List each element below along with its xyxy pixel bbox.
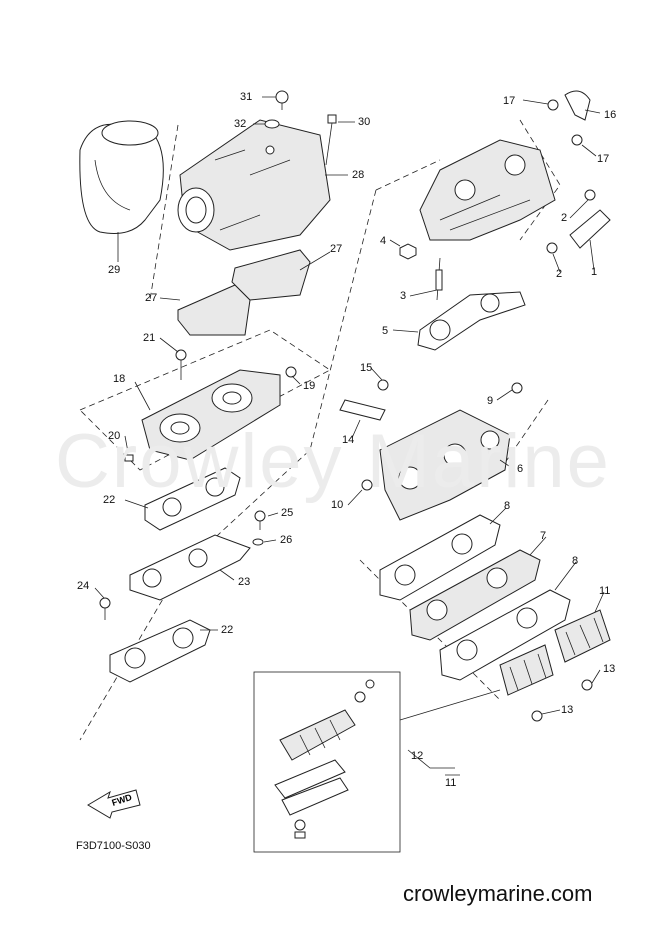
part-26-washer — [252, 538, 264, 546]
part-11-reed-valve-left — [499, 644, 554, 696]
part-label: 9 — [487, 395, 494, 407]
part-5-gasket — [417, 291, 526, 351]
part-label: 8 — [572, 555, 579, 567]
part-label: 30 — [358, 116, 371, 128]
part-label: 27 — [145, 292, 158, 304]
part-label: 20 — [108, 430, 121, 442]
part-10-bolt — [361, 479, 373, 491]
part-27-screens — [177, 249, 311, 336]
part-19-bolt — [285, 366, 297, 378]
part-22-gasket-lower — [109, 619, 211, 683]
part-label: 12 — [411, 750, 424, 762]
part-1-hose — [569, 209, 611, 249]
part-label: 27 — [330, 243, 343, 255]
part-label: 1 — [591, 266, 598, 278]
part-label: 24 — [77, 580, 90, 592]
part-label: 2 — [556, 268, 563, 280]
part-18-silencer-base — [141, 369, 281, 461]
part-22-gasket-upper — [144, 467, 241, 531]
part-label: 10 — [331, 499, 344, 511]
reed-valve-detail-inset — [253, 671, 501, 853]
part-17-clamp-bottom — [571, 134, 583, 146]
part-label: 31 — [240, 91, 253, 103]
part-label: 14 — [342, 434, 355, 446]
part-7-plate — [409, 549, 541, 641]
part-2-clamp-left — [546, 242, 558, 254]
part-label: 21 — [143, 332, 156, 344]
part-label: 3 — [400, 290, 407, 302]
part-32-oring — [264, 119, 280, 129]
leader-lines — [94, 96, 605, 776]
part-label: 22 — [221, 624, 234, 636]
part-label: 16 — [604, 109, 617, 121]
part-label: 32 — [234, 118, 247, 130]
part-label: 11 — [599, 585, 611, 597]
part-label: 22 — [103, 494, 116, 506]
part-2-clamp-right — [584, 189, 596, 201]
part-label: 17 — [597, 153, 610, 165]
part-label: 5 — [382, 325, 389, 337]
part-14-bracket — [339, 399, 386, 421]
silencer-housing — [177, 119, 331, 251]
part-label: 15 — [360, 362, 373, 374]
part-9-bolt — [511, 382, 523, 394]
part-30-screw — [325, 114, 337, 166]
part-label: 25 — [281, 507, 294, 519]
part-13-bolt-right — [581, 679, 593, 691]
silencer-group-boundary — [79, 329, 331, 471]
part-3-stud — [435, 257, 443, 301]
part-15-bolt — [377, 379, 389, 391]
watermark: Crowley Marine — [55, 419, 611, 504]
part-label: 13 — [603, 663, 616, 675]
site-footer[interactable]: crowleymarine.com — [403, 881, 593, 906]
part-24-bolt — [99, 597, 111, 620]
part-6-intake-manifold — [379, 409, 511, 521]
part-31-bolt — [275, 90, 289, 110]
part-29-intake-elbow — [79, 120, 164, 234]
part-label: 26 — [280, 534, 293, 546]
part-label: 19 — [303, 380, 316, 392]
part-label: 17 — [503, 95, 516, 107]
part-label: 11 — [445, 777, 457, 789]
part-label: 18 — [113, 373, 126, 385]
part-label: 23 — [238, 576, 251, 588]
part-label: 6 — [517, 463, 524, 475]
part-label: 4 — [380, 235, 387, 247]
part-8-gasket-upper — [379, 514, 501, 601]
part-17-clamp-top — [547, 99, 559, 111]
diagram-code: F3D7100-S030 — [76, 840, 151, 852]
part-13-bolt-left — [531, 710, 543, 722]
fwd-arrow-icon: FWD — [87, 789, 141, 819]
part-25-bolt — [254, 510, 266, 530]
part-label: 28 — [352, 169, 365, 181]
part-label: 7 — [540, 530, 547, 542]
part-label: 8 — [504, 500, 511, 512]
part-4-nut — [399, 243, 417, 260]
part-11-reed-valve-right — [554, 609, 611, 663]
part-label: 13 — [561, 704, 574, 716]
part-8-gasket-lower — [439, 589, 571, 681]
part-23-plate — [129, 534, 251, 601]
part-label: 2 — [561, 212, 568, 224]
part-16-hose — [564, 90, 591, 121]
carburetor-body — [419, 139, 556, 241]
part-20-pin — [124, 454, 134, 462]
part-21-bolt — [175, 349, 187, 380]
part-label: 29 — [108, 264, 121, 276]
